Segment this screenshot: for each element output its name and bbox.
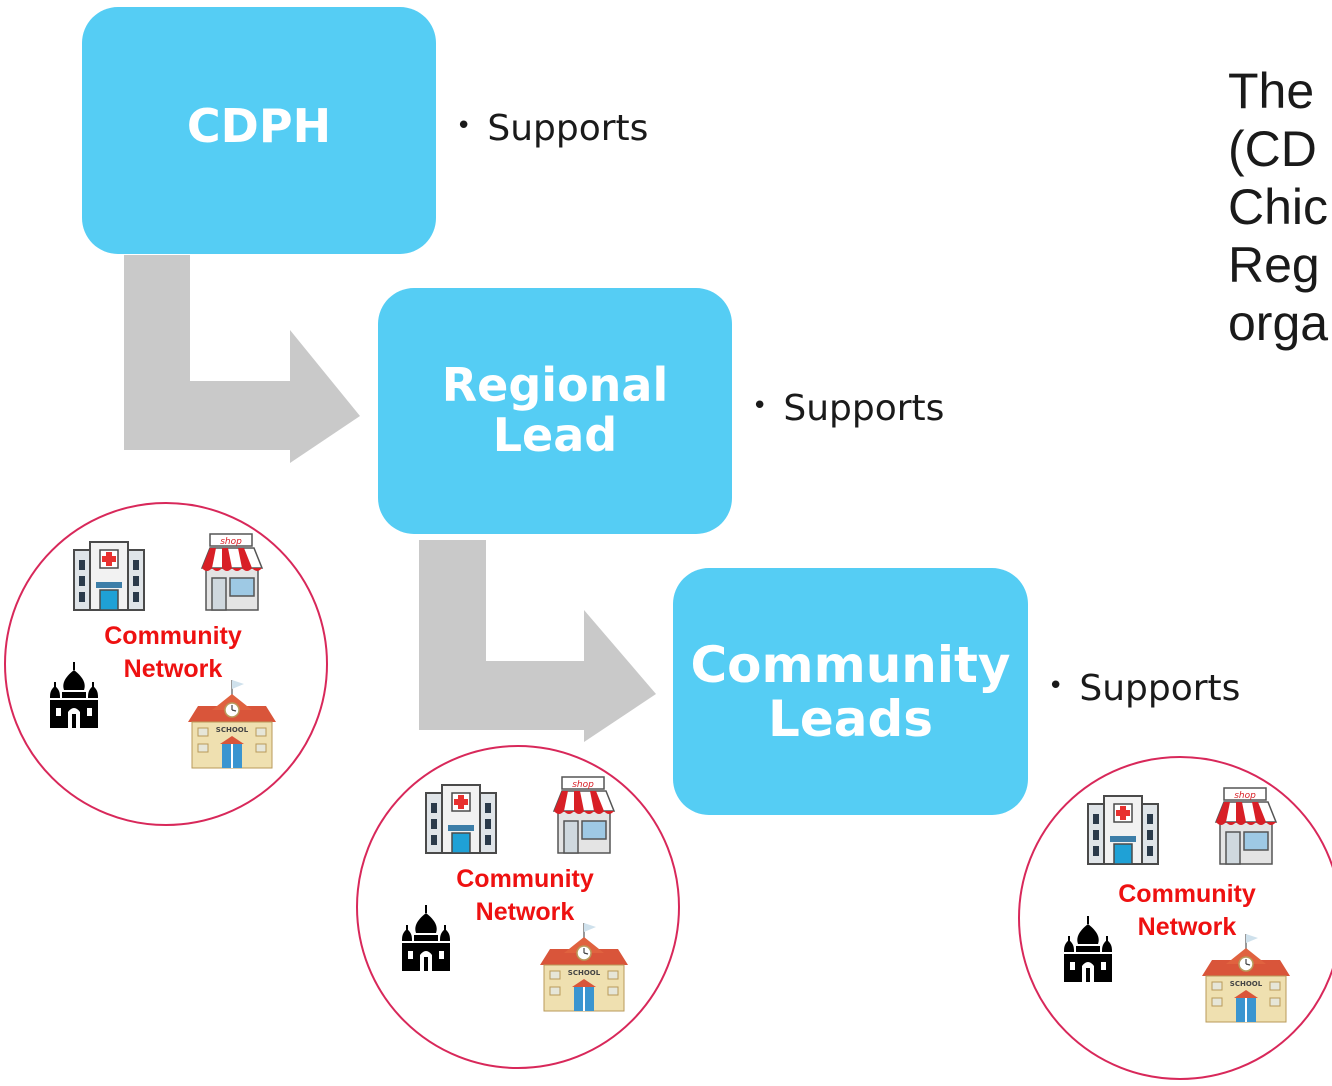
- shop-sign-text: shop: [1234, 791, 1256, 801]
- cdph-box: CDPH: [82, 7, 436, 254]
- regional-supports-text: Supports: [783, 388, 945, 429]
- community-leads-box: Community Leads: [673, 568, 1028, 815]
- regional-lead-box: Regional Lead: [378, 288, 732, 534]
- regional-supports-bullet: • Supports: [752, 388, 944, 429]
- bullet-dot: •: [1048, 671, 1064, 701]
- mosque-icon: [50, 662, 98, 728]
- side-description-text: The (CD Chic Reg orga: [1228, 62, 1328, 352]
- school-sign-text: SCHOOL: [568, 969, 601, 977]
- community-supports-bullet: • Supports: [1048, 668, 1240, 709]
- school-sign-text: SCHOOL: [216, 726, 249, 734]
- shop-icon: shop: [1214, 787, 1278, 865]
- community-network-line2: Network: [123, 655, 223, 683]
- mosque-icon: [1064, 916, 1112, 982]
- network-graphic: shop: [4, 502, 328, 826]
- cdph-supports-text: Supports: [487, 108, 649, 149]
- bullet-dot: •: [752, 391, 768, 421]
- hospital-icon: [1087, 795, 1159, 865]
- bullet-dot: •: [456, 111, 472, 141]
- community-supports-text: Supports: [1079, 668, 1241, 709]
- shop-icon: shop: [552, 776, 616, 854]
- shop-sign-text: shop: [572, 780, 594, 790]
- community-leads-label: Community Leads: [690, 635, 1011, 748]
- shop-icon: shop: [200, 533, 264, 611]
- cdph-label: CDPH: [186, 98, 332, 153]
- school-icon: SCHOOL: [1202, 934, 1290, 1023]
- regional-lead-label: Regional Lead: [441, 358, 669, 462]
- school-icon: SCHOOL: [188, 680, 276, 769]
- hospital-icon: [425, 784, 497, 854]
- community-network-line1: Community: [456, 865, 594, 893]
- cdph-supports-bullet: • Supports: [456, 108, 648, 149]
- arrow-cdph-to-regional: [124, 255, 360, 463]
- network-graphic: shop: [356, 745, 680, 1069]
- community-network-line1: Community: [104, 622, 242, 650]
- mosque-icon: [402, 905, 450, 971]
- network-graphic: shop: [1018, 756, 1332, 1080]
- side-line: Chic: [1228, 179, 1329, 235]
- shop-sign-text: shop: [220, 537, 242, 547]
- school-sign-text: SCHOOL: [1230, 980, 1263, 988]
- side-line: The: [1228, 63, 1315, 119]
- hospital-icon: [73, 541, 145, 611]
- side-line: orga: [1228, 295, 1329, 351]
- arrow-regional-to-community: [419, 540, 656, 742]
- side-line: Reg: [1228, 237, 1320, 293]
- side-line: (CD: [1228, 121, 1317, 177]
- school-icon: SCHOOL: [540, 923, 628, 1012]
- community-network-line2: Network: [475, 898, 575, 926]
- community-network-line1: Community: [1118, 880, 1256, 908]
- community-network-line2: Network: [1137, 913, 1237, 941]
